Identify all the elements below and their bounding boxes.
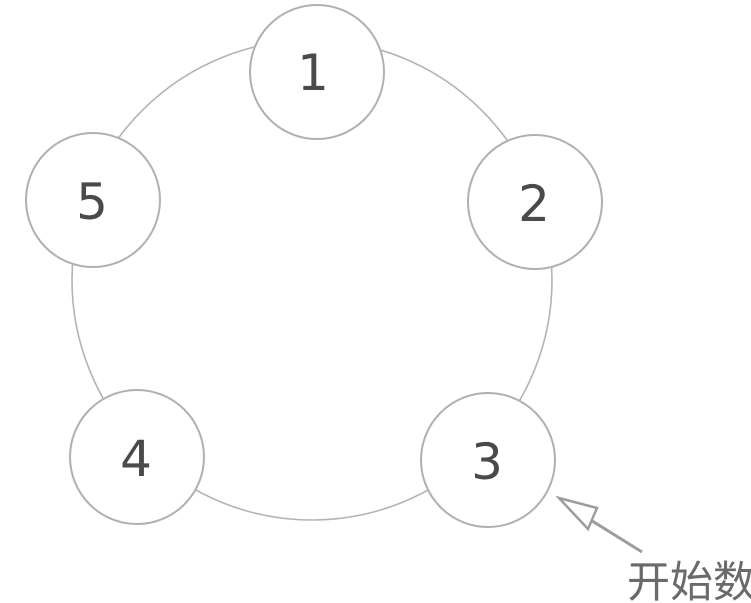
node-3: 3 [420,392,556,528]
node-2: 2 [467,134,603,270]
node-circle-5 [25,132,161,268]
node-circle-2 [467,134,603,270]
node-circle-3 [420,392,556,528]
node-label-1: 1 [297,44,329,102]
node-4: 4 [69,389,205,525]
node-5: 5 [25,132,161,268]
arrow-shaft-line [588,517,643,554]
start-annotation-label: 开始数 [627,558,751,603]
node-1: 1 [249,4,385,140]
node-label-2: 2 [518,175,550,233]
node-label-3: 3 [471,433,503,491]
start-arrow [555,495,643,554]
node-label-5: 5 [76,173,108,231]
node-circle-4 [69,389,205,525]
node-circle-1 [249,4,385,140]
arrow-head-icon [555,495,599,532]
node-label-4: 4 [120,430,152,488]
